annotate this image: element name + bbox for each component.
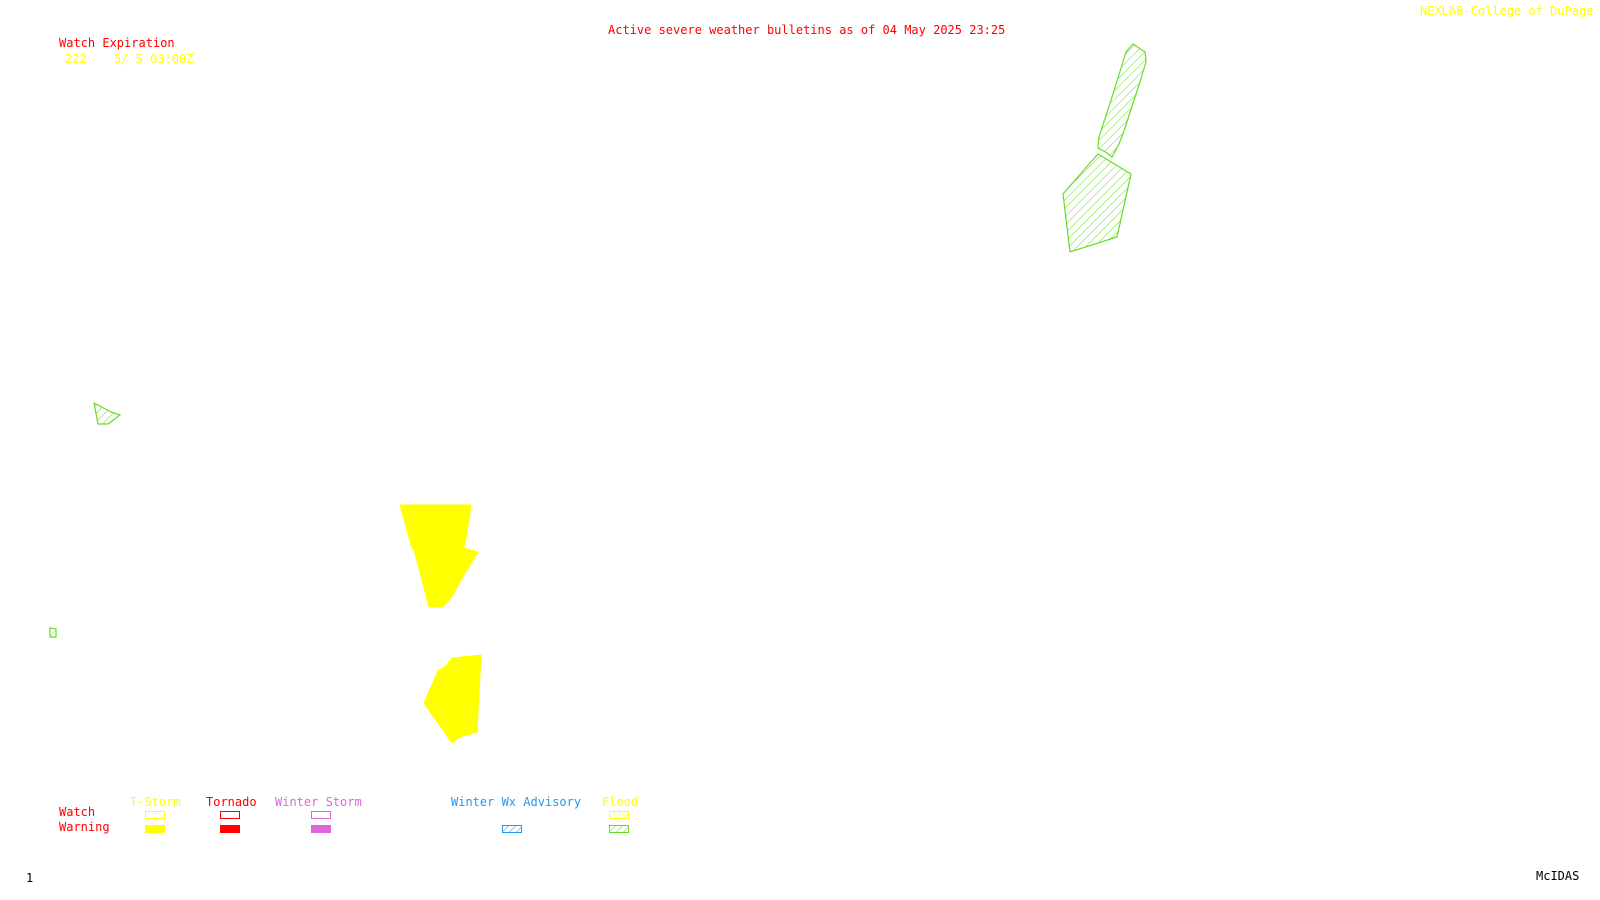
legend-swatch-tornado-watch — [220, 811, 240, 819]
legend-column-flood: Flood — [602, 795, 639, 809]
legend-swatch-winter-storm-watch — [311, 811, 331, 819]
legend-column-tstorm: T-Storm — [130, 795, 181, 809]
legend-swatch-winter-storm-warning — [311, 825, 331, 833]
flood-warning-polygon-west-small[interactable] — [49, 627, 57, 638]
flood-warning-polygon-west[interactable] — [93, 401, 122, 425]
software-label: McIDAS — [1536, 869, 1580, 883]
legend-row-watch: Watch — [59, 805, 96, 819]
legend-swatch-flood-watch — [609, 811, 629, 819]
legend-column-tornado: Tornado — [206, 795, 257, 809]
watch-expiration-label: Watch Expiration — [59, 36, 175, 50]
watch-number: 222 — [65, 52, 87, 66]
credit-label: NEXLAB-College of DuPage R — [1420, 4, 1600, 18]
flood-warning-polygon-northeast-lower[interactable] — [1062, 153, 1132, 253]
flood-warning-polygon-northeast-upper[interactable] — [1097, 43, 1147, 158]
legend-swatch-tornado-warning — [220, 825, 240, 833]
watch-expires: 5/ 5 03:00Z — [114, 52, 194, 66]
legend-swatch-tstorm-warning — [145, 825, 165, 833]
legend-swatch-winter-wx-advisory — [502, 825, 522, 833]
tstorm-warning-polygon-south[interactable] — [423, 654, 482, 744]
legend-swatch-flood-warning — [609, 825, 629, 833]
frame-number: 1 — [26, 871, 34, 885]
legend-column-winter-storm: Winter Storm — [275, 795, 362, 809]
legend-column-winter-wx-advisory: Winter Wx Advisory — [451, 795, 582, 809]
legend-row-warning: Warning — [59, 820, 110, 834]
tstorm-warning-polygon-middle[interactable] — [411, 541, 479, 608]
bulletin-title: Active severe weather bulletins as of 04… — [608, 23, 1006, 37]
legend-swatch-tstorm-watch — [145, 811, 165, 819]
